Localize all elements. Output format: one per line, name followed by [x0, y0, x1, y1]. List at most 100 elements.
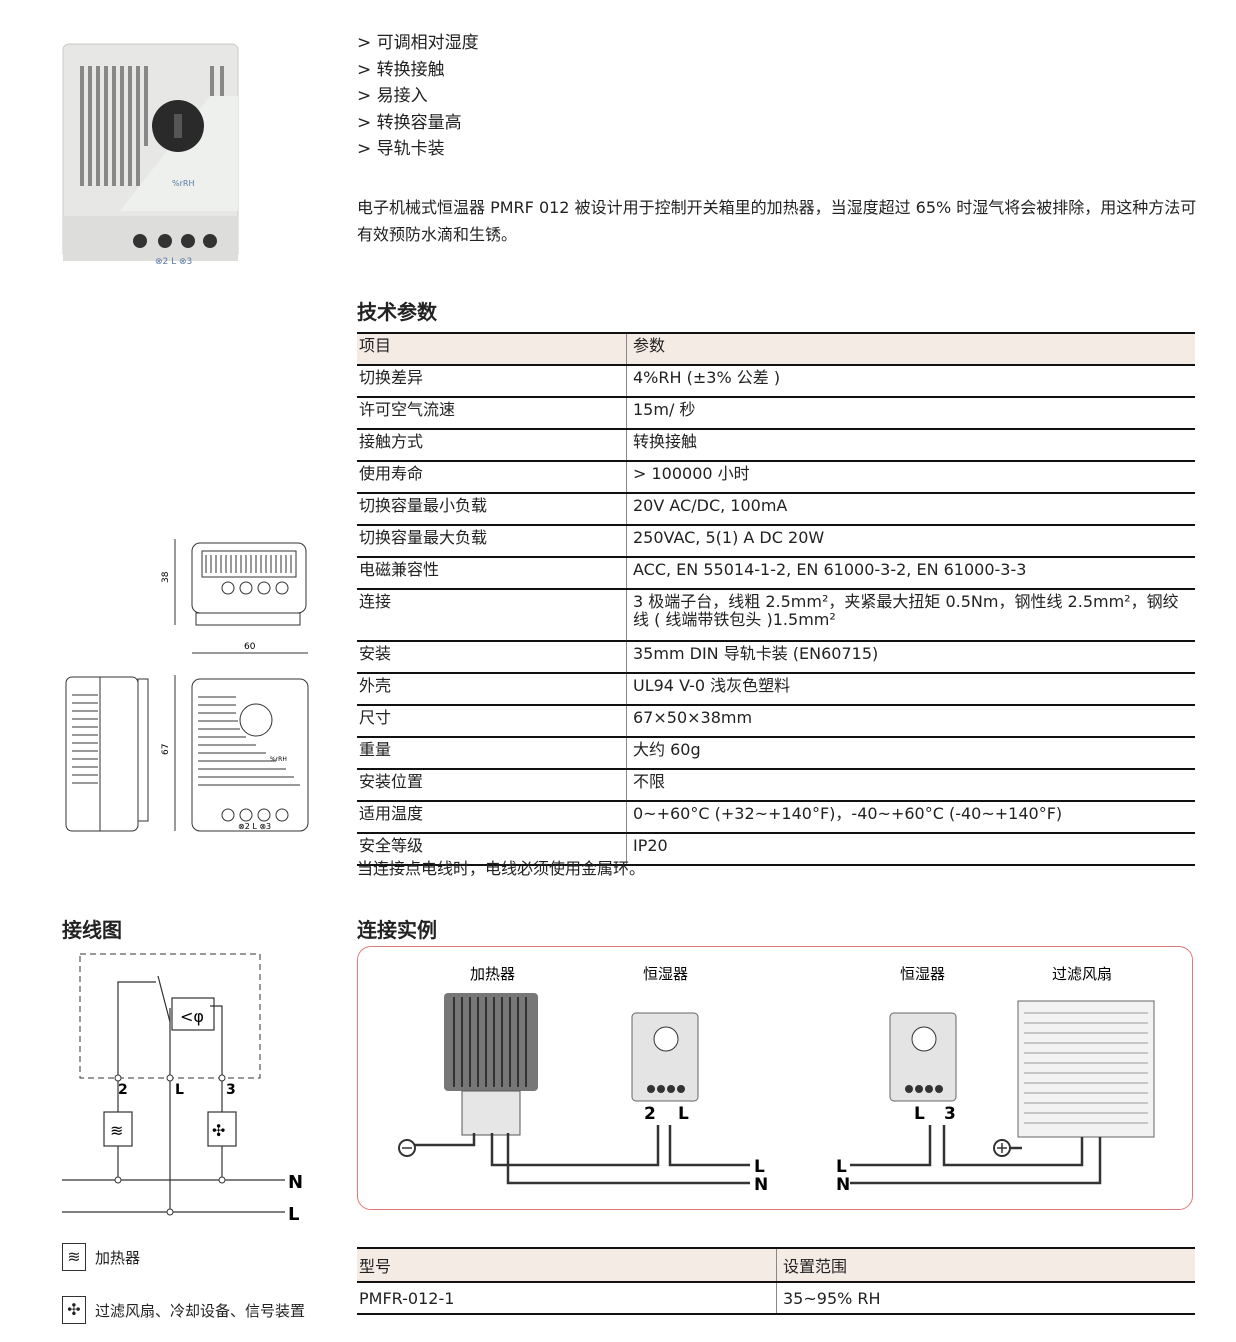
spec-header-cell: 项目 [357, 332, 627, 366]
spec-value: 4%RH (±3% 公差 ) [626, 365, 1195, 398]
spec-value: 20V AC/DC, 100mA [626, 493, 1195, 526]
example-h2-terminal-3: 3 [944, 1104, 956, 1124]
spec-header-row: 项目参数 [357, 332, 1195, 366]
example-hyg2-label: 恒湿器 [900, 965, 945, 983]
wiring-N: N [288, 1172, 303, 1193]
spec-key: 重量 [357, 737, 627, 770]
spec-key: 安装位置 [357, 769, 627, 802]
dim-height: 67 [161, 744, 171, 755]
spec-key: 切换容量最大负载 [357, 525, 627, 558]
example-h2-terminal-L: L [914, 1104, 925, 1124]
spec-header-cell: 参数 [626, 332, 1195, 366]
feature-item: > 导轨卡装 [357, 139, 445, 160]
wiring-title: 接线图 [62, 918, 122, 942]
photo-terminal-labels: ⊗2 L ⊗3 [155, 257, 192, 267]
spec-value: 15m/ 秒 [626, 397, 1195, 430]
spec-key: 外壳 [357, 673, 627, 706]
spec-key: 尺寸 [357, 705, 627, 738]
spec-key: 接触方式 [357, 429, 627, 462]
dim-terminal-labels: ⊗2 L ⊗3 [238, 822, 271, 831]
legend-heater: 加热器 [95, 1249, 141, 1267]
feature-item: > 转换容量高 [357, 112, 462, 133]
spec-value: IP20 [626, 833, 1195, 866]
spec-row: 使用寿命> 100000 小时 [357, 461, 1195, 494]
fan-icon: ✣ [212, 1121, 225, 1140]
spec-value: ACC, EN 55014-1-2, EN 61000-3-2, EN 6100… [626, 557, 1195, 590]
dimension-drawing: 38 60 67 %rRH ⊗2 L ⊗3 [65, 539, 309, 832]
spec-key: 电磁兼容性 [357, 557, 627, 590]
model-cell: PMFR-012-1 [357, 1282, 777, 1315]
spec-value: 250VAC, 5(1) A DC 20W [626, 525, 1195, 558]
fan-icon: ✣ [62, 1296, 86, 1324]
spec-key: 切换容量最小负载 [357, 493, 627, 526]
spec-value: 35mm DIN 导轨卡装 (EN60715) [626, 641, 1195, 674]
spec-key: 连接 [357, 589, 627, 642]
example-L2: L [836, 1157, 847, 1177]
spec-key: 使用寿命 [357, 461, 627, 494]
spec-value: 转换接触 [626, 429, 1195, 462]
example-heater-label: 加热器 [470, 965, 515, 983]
example-h1-terminal-2: 2 [644, 1104, 656, 1124]
example-N1: N [754, 1175, 768, 1195]
feature-item: > 可调相对湿度 [357, 33, 479, 53]
wiring-terminal-L: L [175, 1082, 184, 1098]
feature-item: > 转换接触 [357, 59, 445, 80]
wiring-L: L [288, 1204, 299, 1225]
spec-key: 许可空气流速 [357, 397, 627, 430]
example-L1: L [754, 1157, 765, 1177]
feature-item: > 易接入 [357, 86, 428, 107]
example-fan-label: 过滤风扇 [1052, 965, 1112, 983]
wiring-terminal-3: 3 [226, 1082, 236, 1098]
spec-value: 3 极端子台，线粗 2.5mm²，夹紧最大扭矩 0.5Nm，钢性线 2.5mm²… [626, 589, 1195, 642]
model-header-cell: 型号 [357, 1247, 777, 1283]
spec-note: 当连接点电线时，电线必须使用金属环。 [357, 859, 646, 878]
dim-width: 60 [244, 642, 256, 652]
model-cell: 35~95% RH [776, 1282, 1195, 1315]
legend-fan: 过滤风扇、冷却设备、信号装置 [95, 1302, 306, 1320]
spec-key: 安全等级 [357, 833, 627, 866]
spec-row: 重量大约 60g [357, 737, 1195, 770]
spec-key: 切换差异 [357, 365, 627, 398]
hygrostat-symbol: <φ [180, 1007, 204, 1026]
example-hyg1-label: 恒湿器 [643, 965, 688, 983]
example-box [357, 946, 1193, 1210]
product-description: 电子机械式恒温器 PMRF 012 被设计用于控制开关箱里的加热器，当湿度超过 … [357, 198, 1197, 244]
spec-key: 适用温度 [357, 801, 627, 834]
spec-value: 67×50×38mm [626, 705, 1195, 738]
example-h1-terminal-L: L [678, 1104, 689, 1124]
product-photo: %rRH ⊗2 L ⊗3 [62, 43, 239, 267]
feature-list: > 可调相对湿度 > 转换接触 > 易接入 > 转换容量高 > 导轨卡装 [357, 30, 479, 163]
wiring-terminal-2: 2 [118, 1082, 128, 1098]
photo-dial-label: %rRH [172, 179, 194, 188]
model-header-row: 型号设置范围 [357, 1247, 1195, 1283]
heater-icon: ≋ [62, 1243, 86, 1271]
example-diagram: 加热器 恒湿器 恒湿器 过滤风扇 2 L L 3 L N L N [398, 965, 1155, 1195]
example-N2: N [836, 1175, 850, 1195]
spec-value: 0~+60°C (+32~+140°F)，-40~+60°C (-40~+140… [626, 801, 1195, 834]
dim-depth: 38 [161, 571, 171, 583]
model-header-cell: 设置范围 [776, 1247, 1195, 1283]
spec-value: UL94 V-0 浅灰色塑料 [626, 673, 1195, 706]
spec-title: 技术参数 [357, 300, 437, 324]
spec-value: 不限 [626, 769, 1195, 802]
spec-row: 安装位置不限 [357, 769, 1195, 802]
spec-value: 大约 60g [626, 737, 1195, 770]
spec-value: > 100000 小时 [626, 461, 1195, 494]
heater-icon: ≋ [110, 1121, 123, 1140]
example-title: 连接实例 [357, 918, 437, 942]
spec-key: 安装 [357, 641, 627, 674]
